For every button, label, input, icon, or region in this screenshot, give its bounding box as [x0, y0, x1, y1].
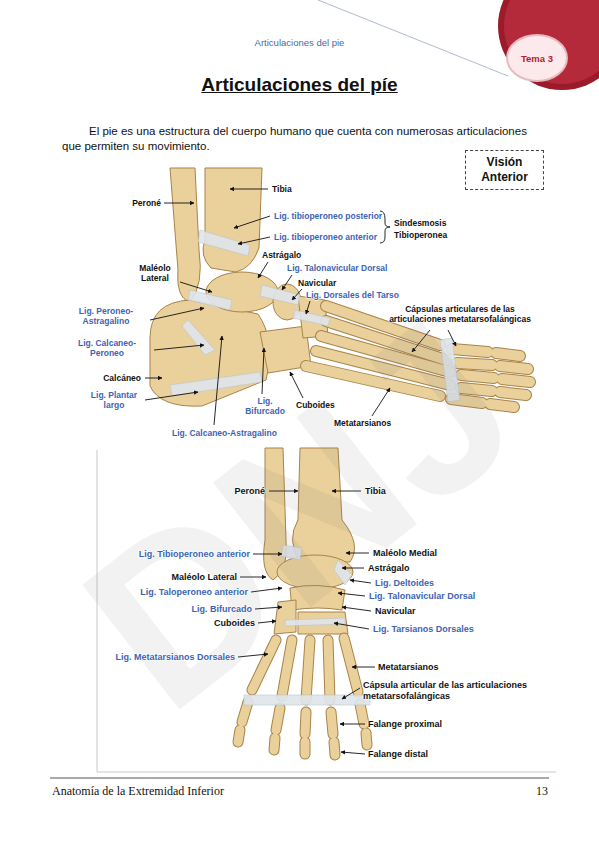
view-box: Visión Anterior	[465, 150, 544, 190]
page-number: 13	[536, 784, 548, 799]
ligament-label: Lig. Bifurcado	[192, 604, 253, 615]
capsule-label: Cápsulas articulares de las articulacion…	[385, 304, 535, 324]
bone-label: Tibia	[272, 184, 292, 194]
ligament-label: Lig. Calcaneo-Peroneo	[62, 338, 152, 358]
bone-label: Maléolo Lateral	[171, 572, 237, 583]
bone-label: Calcáneo	[103, 373, 141, 383]
ligament-label: Lig. Plantar largo	[85, 390, 143, 410]
bone-label: Falange distal	[368, 749, 428, 760]
bone-label: Maléolo Lateral	[132, 263, 178, 283]
group-label: Sindesmosis Tibioperonea	[394, 217, 466, 241]
bone-label: Cuboides	[214, 618, 255, 629]
ligament-label: Lig. Talonavicular Dorsal	[369, 591, 475, 602]
box-text: Visión Anterior	[469, 155, 540, 185]
ligament-label: Lig. Metatarsianos Dorsales	[115, 652, 235, 663]
ligament-label: Lig. Bifurcado	[244, 396, 286, 416]
ligament-label: Lig. Peroneo-Astragalino	[62, 306, 150, 326]
capsule-label: Cápsula articular de las articulaciones …	[363, 680, 543, 702]
bone-label: Astrágalo	[262, 250, 301, 260]
ligament-label: Lig. Dorsales del Tarso	[306, 290, 399, 300]
box-text: Tema 3	[521, 53, 553, 64]
bone-label: Astrágalo	[368, 563, 410, 574]
bone-label: Peroné	[132, 198, 161, 208]
bone-label: Peroné	[234, 486, 265, 497]
chapter-badge: Tema 3	[506, 34, 568, 82]
bone-label: Falange proximal	[368, 719, 442, 730]
page-title: Articulaciones del píe	[0, 74, 599, 96]
ligament-label: Lig. Tarsianos Dorsales	[373, 624, 474, 635]
bone-label: Navicular	[298, 278, 336, 288]
ligament-label: Lig. tibioperoneo anterior	[274, 232, 377, 242]
bone-label: Cuboides	[296, 400, 335, 410]
bone-label: Maléolo Medial	[373, 548, 437, 559]
bone-label: Tibia	[365, 486, 386, 497]
ligament-label: Lig. Calcaneo-Astragalino	[172, 428, 277, 438]
bone-label: Metatarsianos	[334, 418, 391, 428]
ligament-label: Lig. Taloperoneo anterior	[140, 587, 248, 598]
bone-label: Navicular	[375, 606, 416, 617]
ligament-label: Lig. Tibioperoneo anterior	[139, 549, 250, 560]
ligament-label: Lig. Deltoides	[375, 578, 434, 589]
ligament-label: Lig. tibioperoneo posterior	[274, 211, 382, 221]
ligament-label: Lig. Talonavicular Dorsal	[287, 263, 387, 273]
bone-label: Metatarsianos	[378, 662, 439, 673]
footer-text: Anatomía de la Extremidad Inferior	[52, 784, 224, 799]
